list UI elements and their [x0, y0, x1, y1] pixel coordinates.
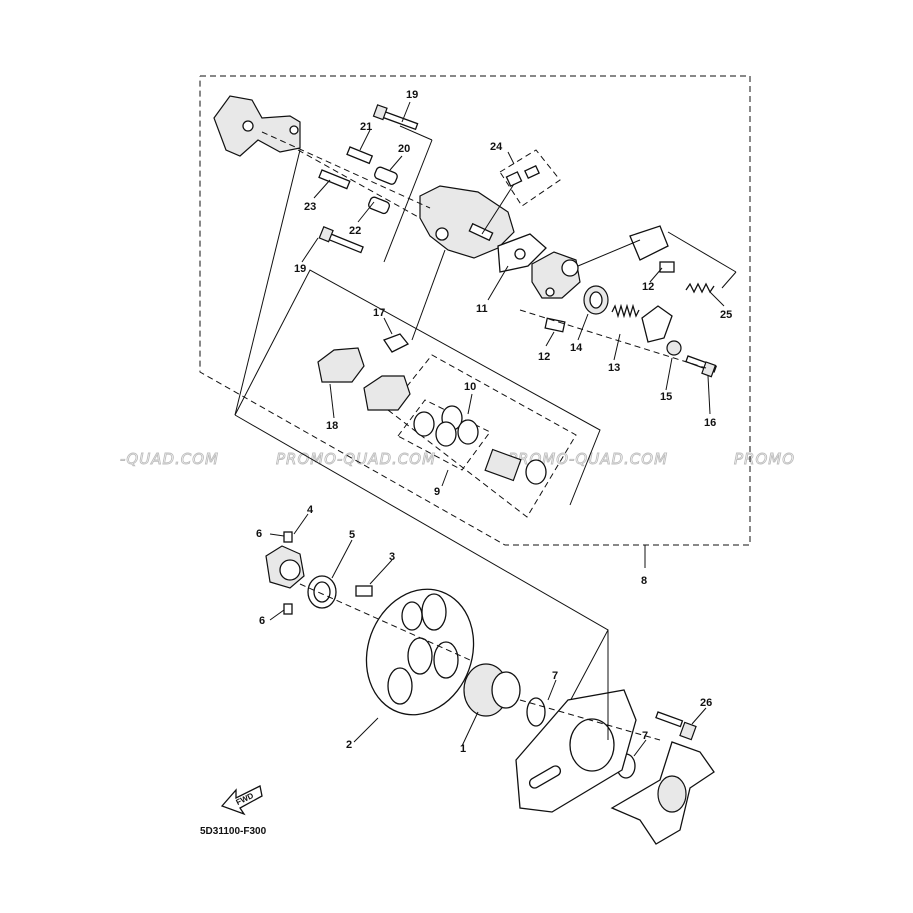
watermark-text: PROMO-QUAD.COM [508, 450, 668, 468]
gasket-11 [497, 233, 547, 273]
axle-bracket [515, 689, 637, 813]
boot-22 [368, 196, 390, 215]
bleed-screw-24 [505, 164, 540, 187]
callout-6-upper: 6 [256, 528, 262, 540]
caliper-assembly-outline [199, 75, 751, 546]
washer-5 [307, 575, 337, 609]
lever-plate [641, 305, 673, 343]
callout-7-upper: 7 [552, 670, 558, 682]
brake-pad-right [363, 375, 411, 411]
callout-14: 14 [570, 342, 583, 354]
bracket-plate [629, 225, 669, 261]
piston-seals-10 [413, 405, 479, 447]
boot-20 [374, 166, 398, 185]
spring-25 [685, 282, 715, 294]
sprocket-hub [610, 741, 715, 845]
callout-13: 13 [608, 362, 620, 374]
callout-20: 20 [398, 143, 410, 155]
seal-kit-outline [387, 354, 577, 518]
bleed-screw-outline [499, 149, 561, 207]
callout-3: 3 [389, 551, 395, 563]
callout-leaders [269, 101, 725, 757]
callout-numbers: 1 2 3 4 5 6 6 7 7 8 9 10 11 12 12 13 14 … [256, 89, 732, 755]
bolt-19-bottom [318, 226, 364, 254]
callout-25: 25 [720, 309, 732, 321]
callout-23: 23 [304, 201, 316, 213]
bolt-19-top [372, 104, 419, 131]
watermark-text: PROMO-QUAD.COM [276, 450, 436, 468]
callout-26: 26 [700, 697, 712, 709]
set-screws-6 [283, 531, 293, 615]
callout-18: 18 [326, 420, 338, 432]
brake-arm [531, 251, 581, 299]
callout-11: 11 [476, 303, 488, 315]
callout-12-lower: 12 [538, 351, 550, 363]
pin-21 [346, 146, 374, 165]
callout-5: 5 [349, 529, 355, 541]
watermark-text: PROMO [734, 450, 795, 468]
bolt-26 [655, 711, 697, 741]
bolt-16 [685, 355, 718, 378]
callout-22: 22 [349, 225, 361, 237]
spring-13 [611, 303, 640, 319]
pad-set-outline [234, 269, 601, 506]
bolt-12-upper [659, 261, 675, 273]
callout-9: 9 [434, 486, 440, 498]
piston [484, 448, 547, 485]
caliper-bracket [213, 95, 301, 157]
nut-4 [265, 545, 305, 589]
pad-spring-17 [383, 333, 410, 353]
callout-15: 15 [660, 391, 672, 403]
callout-12-upper: 12 [642, 281, 654, 293]
callout-6-lower: 6 [259, 615, 265, 627]
bolt-3 [355, 585, 373, 597]
o-ring-7-upper [526, 697, 546, 727]
callout-19-upper: 19 [406, 89, 418, 101]
callout-16: 16 [704, 417, 716, 429]
callout-10: 10 [464, 381, 476, 393]
callout-7-lower: 7 [642, 730, 648, 742]
callout-2: 2 [346, 739, 352, 751]
forward-arrow: FWD [220, 785, 263, 816]
bolt-12-lower [544, 317, 566, 333]
brake-disc-2 [365, 588, 475, 716]
bushing-14 [583, 285, 609, 315]
callout-21: 21 [360, 121, 372, 133]
pin-23 [318, 169, 351, 190]
callout-17: 17 [373, 307, 385, 319]
diagram-code: 5D31100-F300 [200, 826, 267, 837]
caliper-body [419, 185, 515, 259]
callout-4: 4 [307, 504, 314, 516]
brake-pad-left [317, 347, 365, 383]
hub-1 [463, 663, 521, 717]
callout-1: 1 [460, 743, 466, 755]
watermark: -QUAD.COM PROMO-QUAD.COM PROMO-QUAD.COM … [120, 450, 795, 469]
nut-15 [666, 340, 682, 356]
watermark-text: -QUAD.COM [120, 450, 219, 468]
callout-8: 8 [641, 575, 647, 587]
callout-24: 24 [490, 141, 503, 153]
callout-19-lower: 19 [294, 263, 306, 275]
